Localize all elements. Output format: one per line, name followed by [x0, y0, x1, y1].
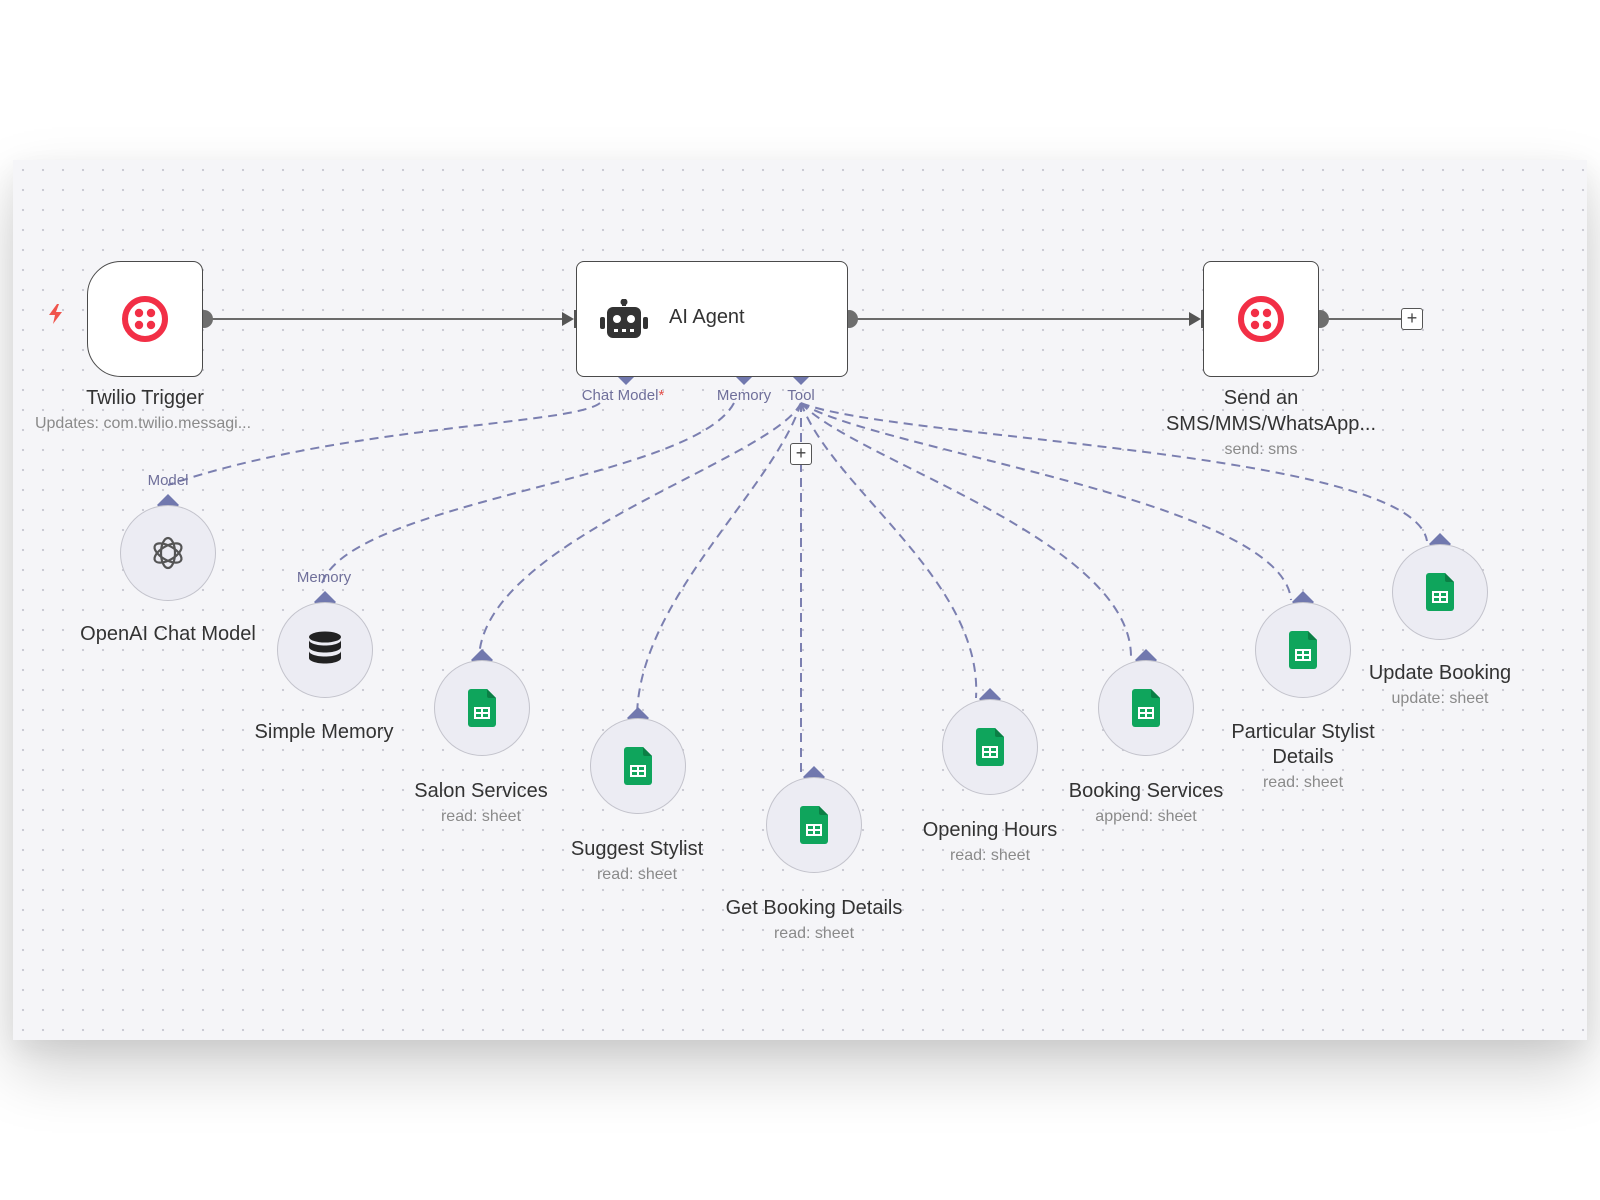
workflow-canvas[interactable]: Twilio Trigger Updates: com.twilio.messa… [13, 160, 1587, 1040]
salon-services-subtitle: read: sheet [440, 808, 522, 825]
twilio-trigger-subtitle: Updates: com.twilio.messagi... [34, 415, 252, 432]
edge-model-connection[interactable] [167, 402, 601, 486]
twilio-icon [1238, 296, 1284, 342]
booking-services-title: Booking Services [1068, 780, 1224, 802]
twilio-trigger-node[interactable] [87, 261, 203, 377]
suggest-stylist-title: Suggest Stylist [570, 838, 704, 860]
google-sheets-icon [468, 689, 496, 727]
get-booking-details-title: Get Booking Details [725, 897, 903, 919]
booking-services-node[interactable] [1098, 660, 1194, 756]
simple-memory-title: Simple Memory [254, 721, 394, 743]
get-booking-details-subtitle: read: sheet [773, 925, 855, 942]
memory-input-label: Memory [296, 569, 352, 586]
booking-services-subtitle: append: sheet [1095, 808, 1197, 825]
edge-memory-connection[interactable] [321, 402, 735, 584]
edge-tool-salon-services[interactable] [478, 402, 802, 659]
google-sheets-icon [800, 806, 828, 844]
robot-icon [600, 299, 648, 338]
arrowhead-agent-input [562, 312, 574, 326]
particular-stylist-subtitle: read: sheet [1262, 774, 1344, 791]
model-port-label: Model [147, 472, 189, 489]
opening-hours-node[interactable] [942, 699, 1038, 795]
particular-stylist-title-line1: Particular Stylist [1231, 721, 1375, 743]
trigger-bolt-icon [49, 304, 62, 324]
database-icon [309, 631, 341, 664]
update-booking-subtitle: update: sheet [1391, 690, 1489, 707]
suggest-stylist-node[interactable] [590, 718, 686, 814]
particular-stylist-title-line2: Details [1272, 746, 1334, 768]
google-sheets-icon [1132, 689, 1160, 727]
particular-stylist-details-node[interactable] [1255, 602, 1351, 698]
edge-tool-booking-services[interactable] [800, 402, 1133, 659]
send-sms-subtitle: send: sms [1224, 441, 1298, 458]
openai-chat-model-node[interactable] [120, 505, 216, 601]
twilio-trigger-title: Twilio Trigger [86, 387, 204, 409]
add-next-node-button[interactable]: + [1401, 308, 1423, 330]
edge-tool-opening-hours[interactable] [800, 402, 978, 699]
send-sms-node[interactable] [1203, 261, 1319, 377]
suggest-stylist-subtitle: read: sheet [596, 866, 678, 883]
ai-agent-title: AI Agent [669, 306, 745, 328]
edge-tool-particular-stylist[interactable] [800, 402, 1292, 601]
edge-tool-suggest-stylist[interactable] [636, 402, 802, 718]
memory-port-label: Memory [716, 387, 772, 404]
send-sms-title-line2: SMS/MMS/WhatsApp... [1165, 413, 1377, 435]
opening-hours-subtitle: read: sheet [949, 847, 1031, 864]
chat-model-port-label: Chat Model* [581, 387, 665, 404]
arrowhead-sms-input [1189, 312, 1201, 326]
salon-services-title: Salon Services [414, 780, 548, 802]
twilio-icon [122, 296, 168, 342]
simple-memory-node[interactable] [277, 602, 373, 698]
add-tool-button[interactable]: + [790, 443, 812, 465]
google-sheets-icon [1289, 631, 1317, 669]
openai-chat-model-title: OpenAI Chat Model [80, 623, 256, 645]
google-sheets-icon [624, 747, 652, 785]
ai-agent-node[interactable]: AI Agent [576, 261, 848, 377]
get-booking-details-node[interactable] [766, 777, 862, 873]
update-booking-node[interactable] [1392, 544, 1488, 640]
openai-icon [153, 536, 183, 570]
edge-tool-update-booking[interactable] [800, 402, 1428, 542]
salon-services-node[interactable] [434, 660, 530, 756]
opening-hours-title: Opening Hours [922, 819, 1058, 841]
tool-port-label: Tool [787, 387, 815, 404]
google-sheets-icon [976, 728, 1004, 766]
update-booking-title: Update Booking [1368, 662, 1512, 684]
google-sheets-icon [1426, 573, 1454, 611]
send-sms-title-line1: Send an [1223, 387, 1299, 409]
